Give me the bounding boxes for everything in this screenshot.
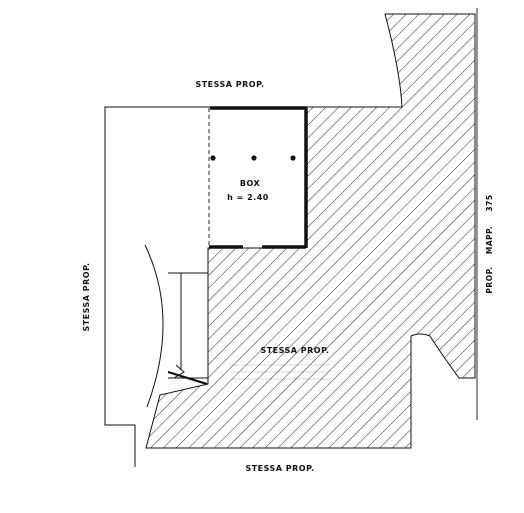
svg-text:375: 375 bbox=[485, 194, 494, 211]
ramp bbox=[144, 244, 208, 408]
faint-marks bbox=[230, 364, 330, 380]
label-box-height: h = 2.40 bbox=[227, 193, 269, 202]
label-left: STESSA PROP. bbox=[82, 262, 91, 331]
svg-text:PROP.: PROP. bbox=[485, 266, 494, 293]
pillar-dot bbox=[210, 155, 216, 161]
label-box-name: BOX bbox=[240, 179, 261, 188]
label-right: PROP. MAPP. 375 bbox=[485, 194, 494, 293]
svg-text:MAPP.: MAPP. bbox=[485, 226, 494, 254]
label-center: STESSA PROP. bbox=[260, 346, 329, 355]
label-bottom: STESSA PROP. bbox=[245, 464, 314, 473]
garage-box bbox=[208, 106, 308, 249]
hatched-area bbox=[145, 13, 476, 449]
pillar-dot bbox=[251, 155, 257, 161]
property-outline bbox=[104, 106, 402, 467]
label-top: STESSA PROP. bbox=[195, 80, 264, 89]
pillar-dot bbox=[290, 155, 296, 161]
